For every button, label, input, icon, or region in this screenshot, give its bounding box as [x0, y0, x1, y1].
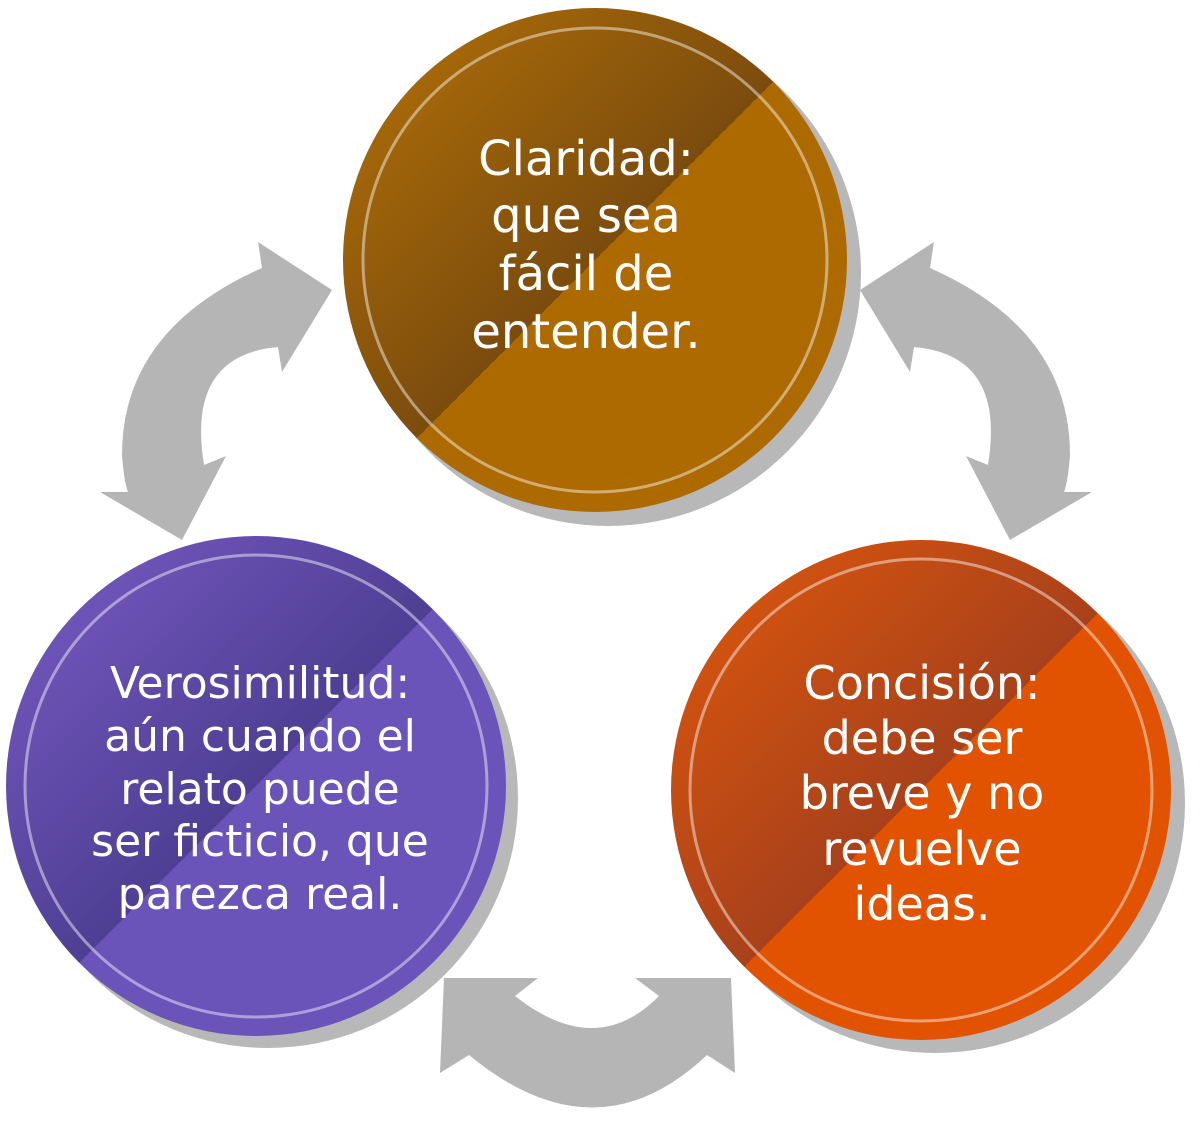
node-left-line-4: ser ficticio, que	[91, 816, 429, 868]
node-top-text: Claridad: que sea fácil de entender.	[394, 108, 778, 384]
node-top-ring	[361, 26, 829, 494]
node-right-line-2: debe ser	[821, 711, 1023, 766]
arrow-top-right	[860, 242, 1092, 540]
node-right-line-4: revuelve	[822, 821, 1022, 876]
node-right-ring	[688, 557, 1154, 1023]
node-right-line-3: breve y no	[799, 766, 1045, 821]
node-right-line-5: ideas.	[853, 876, 991, 931]
node-left	[6, 536, 518, 1048]
node-top-disc	[343, 8, 847, 512]
node-right	[671, 540, 1185, 1053]
node-top	[343, 8, 861, 526]
node-left-ring	[23, 553, 489, 1019]
node-left-line-1: Verosimilitud:	[109, 658, 411, 709]
node-right-line-1: Concisión:	[803, 656, 1041, 711]
node-top-line-1: Claridad:	[478, 130, 694, 187]
node-right-text: Concisión: debe ser breve y no revuelve …	[730, 644, 1114, 944]
node-top-line-4: entender.	[471, 303, 701, 360]
node-left-line-3: relato puede	[120, 763, 400, 815]
node-top-line-3: fácil de	[498, 246, 674, 302]
node-left-line-2: aún cuando el	[104, 710, 416, 762]
node-left-disc	[6, 536, 506, 1036]
arrow-top-left	[100, 242, 332, 540]
arrow-bottom	[440, 978, 735, 1108]
node-right-disc	[671, 540, 1171, 1040]
node-left-text: Verosimilitud: aún cuando el relato pued…	[48, 640, 472, 940]
node-left-line-5: parezca real.	[117, 869, 403, 921]
node-top-line-2: que sea	[491, 188, 681, 245]
